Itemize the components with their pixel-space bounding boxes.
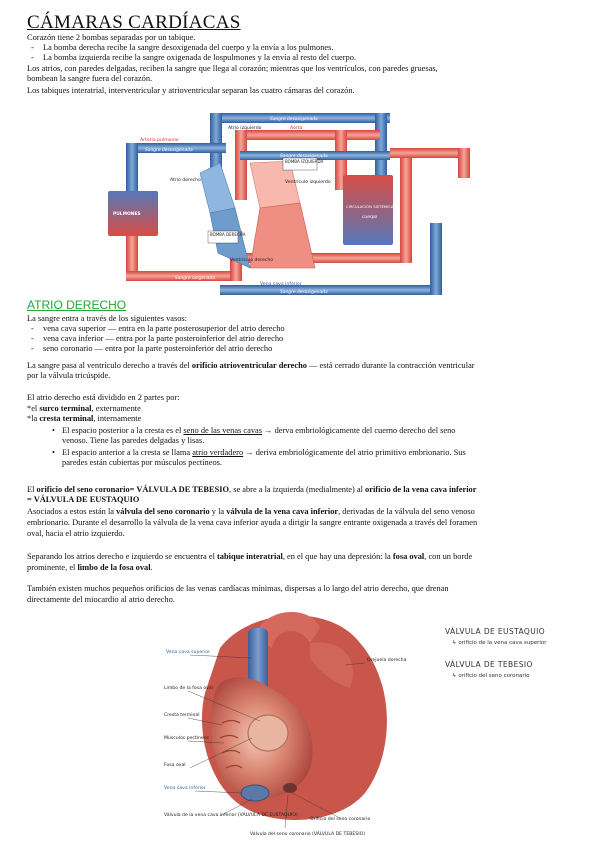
heart-label: Orificio del seno coronario xyxy=(310,816,370,822)
vena-cava-inferior-vessel xyxy=(220,285,440,295)
diag-label: Atrio derecho xyxy=(170,177,201,183)
div-intro: El atrio derecho está dividido en 2 part… xyxy=(27,393,180,402)
intro-septa: Los tabiques interatrial, interventricul… xyxy=(27,86,355,95)
heart-label: Vena cava inferior xyxy=(164,785,206,791)
separando-line: Separando los atrios derecho e izquierdo… xyxy=(27,552,473,561)
diag-label: BOMBA IZQUIERDA xyxy=(285,159,324,164)
diag-label: Sangre oxigenada xyxy=(175,275,215,281)
heart-label: Orejuela derecha xyxy=(367,657,407,663)
diag-label: cuerpo xyxy=(362,214,377,220)
separando-line-2: prominente, el limbo de la fosa oval. xyxy=(27,563,153,572)
note-tebesio-sub: ↳ orificio del seno coronario xyxy=(452,673,530,679)
list-item: vena cava superior — entra en la parte p… xyxy=(27,324,285,334)
diag-label: Sangre desoxigenada xyxy=(270,116,318,122)
heart-label: Fosa oval xyxy=(164,762,186,768)
note-tebesio-title: VÁLVULA DE TEBESIO xyxy=(445,660,533,669)
diag-label: Aorta xyxy=(290,125,303,131)
heart-label: Válvula del seno coronario (VÁLVULA DE T… xyxy=(250,830,365,837)
systemic-box xyxy=(343,175,393,245)
section-title: ATRIO DERECHO xyxy=(27,298,127,312)
diag-label: PULMONES xyxy=(113,211,141,217)
diag-label: CIRCULACIÓN SISTÉMICA xyxy=(346,204,394,209)
list-item: El espacio posterior a la cresta es el s… xyxy=(52,426,572,446)
coronary-sinus xyxy=(283,783,297,793)
atrio-intro: La sangre entra a través de los siguient… xyxy=(27,314,188,323)
circulation-diagram: Vena cava superior Sangre desoxigenada A… xyxy=(100,103,498,296)
vessel-list: vena cava superior — entra en la parte p… xyxy=(27,324,285,354)
ivc-opening xyxy=(240,784,270,802)
left-ventricle-shape xyxy=(249,202,316,269)
heart-label: Músculos pectíneos xyxy=(164,734,210,741)
heart-label: Limbo de la fosa oval xyxy=(164,685,213,691)
atrio-pass: La sangre pasa al ventrículo derecho a t… xyxy=(27,361,475,370)
page-title: CÁMARAS CARDÍACAS xyxy=(27,12,241,33)
diag-label: Atrio izquierdo xyxy=(228,125,262,131)
intro-bullets: La bomba derecha recibe la sangre desoxi… xyxy=(27,43,356,63)
tambien-line: También existen muchos pequeños orificio… xyxy=(27,584,449,593)
note-eustaquio-sub: ↳ orificio de la vena cava superior xyxy=(452,640,547,646)
list-item: vena cava inferior — entra por la parte … xyxy=(27,334,285,344)
part-list: El espacio posterior a la cresta es el s… xyxy=(52,426,572,468)
intro-paragraph-cont: bombean la sangre fuera del corazón. xyxy=(27,74,153,83)
atrio-pass-cont: por la válvula tricúspide. xyxy=(27,371,111,380)
aorta-vessel xyxy=(235,130,380,140)
div-item: *la cresta terminal, internamente xyxy=(27,414,142,423)
diag-label: Ventrículo izquierdo xyxy=(285,178,331,185)
asociados-line-2: embrionario. Durante el desarrollo la vá… xyxy=(27,518,478,527)
heart-illustration: Vena cava superior Orejuela derecha Limb… xyxy=(164,611,407,837)
list-item: seno coronario — entra por la parte post… xyxy=(27,344,285,354)
diag-label: Sangre desoxigenada xyxy=(280,289,328,295)
list-item: El espacio anterior a la cresta se llama… xyxy=(52,448,572,468)
heart-label: Válvula de la vena cava inferior (VÁLVUL… xyxy=(164,811,298,818)
note-eustaquio-title: VÁLVULA DE EUSTAQUIO xyxy=(445,627,546,636)
tambien-line-2: directamente del miocardio al atrio dere… xyxy=(27,595,175,604)
asociados-line: Asociados a estos están la válvula del s… xyxy=(27,507,475,516)
vena-cava-superior-vessel xyxy=(210,113,390,123)
div-item: *el surco terminal, externamente xyxy=(27,404,141,413)
diag-label: Ventrículo derecho xyxy=(230,256,273,263)
diag-label: Vena cava superior xyxy=(275,106,318,112)
list-item: La bomba izquierda recibe la sangre oxig… xyxy=(27,53,356,63)
heart-label: Vena cava superior xyxy=(166,649,210,655)
asociados-line-3: oval, hacia el atrio izquierdo. xyxy=(27,529,125,538)
diag-label: BOMBA DERECHA xyxy=(210,232,246,237)
list-item: La bomba derecha recibe la sangre desoxi… xyxy=(27,43,356,53)
orificio-line: El orificio del seno coronario= VÁLVULA … xyxy=(27,485,477,494)
diag-label: Arteria pulmonar xyxy=(140,137,179,143)
intro-paragraph: Los atrios, con paredes delgadas, recibe… xyxy=(27,64,438,73)
diag-label: Sangre desoxigenada xyxy=(280,153,328,159)
orificio-line-cont: = VÁLVULA DE EUSTAQUIO xyxy=(27,495,140,504)
diag-label: Vena cava inferior xyxy=(260,281,302,287)
diag-label: Sangre desoxigenada xyxy=(145,147,193,153)
intro-line: Corazón tiene 2 bombas separadas por un … xyxy=(27,33,196,42)
heart-label: Cresta terminal xyxy=(164,712,199,718)
fossa-oval-shape xyxy=(247,714,289,752)
lungs-box xyxy=(108,191,158,236)
